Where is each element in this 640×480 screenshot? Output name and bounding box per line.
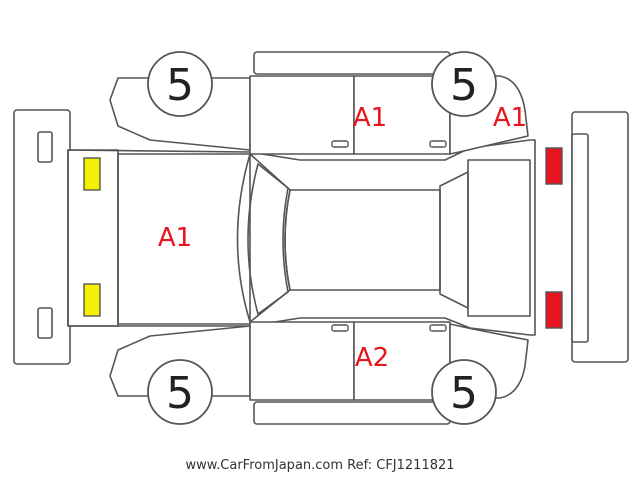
- right-front-door: [249, 321, 355, 401]
- rear-right-light: [545, 291, 563, 329]
- wheel-rear-right: 5: [431, 359, 497, 425]
- roof-panel: [284, 189, 441, 291]
- wheel-rear-left: 5: [431, 51, 497, 117]
- footer-reference: www.CarFromJapan.com Ref: CFJ1211821: [185, 458, 455, 473]
- damage-code-upper-doors: A1: [353, 103, 387, 133]
- wheel-front-left: 5: [147, 51, 213, 117]
- tire-number-rear-left: 5: [450, 60, 478, 111]
- door-handle: [331, 324, 349, 332]
- right-side-skirt: [253, 401, 451, 425]
- left-side-skirt: [253, 51, 451, 75]
- rear-left-light: [545, 147, 563, 185]
- damage-code-hood: A1: [158, 223, 192, 253]
- tire-number-front-left: 5: [166, 60, 194, 111]
- front-right-light: [83, 283, 101, 317]
- front-left-light: [83, 157, 101, 191]
- front-grille: [67, 149, 119, 327]
- door-handle: [331, 140, 349, 148]
- tailgate-panel: [467, 159, 531, 317]
- front-bumper: [13, 109, 71, 365]
- door-handle: [429, 140, 447, 148]
- tire-number-front-right: 5: [166, 368, 194, 419]
- door-handle: [429, 324, 447, 332]
- wheel-front-right: 5: [147, 359, 213, 425]
- damage-code-upper-rear-fender: A1: [493, 103, 527, 133]
- rear-bumper: [571, 111, 629, 363]
- damage-code-lower-doors: A2: [355, 343, 389, 373]
- tire-number-rear-right: 5: [450, 368, 478, 419]
